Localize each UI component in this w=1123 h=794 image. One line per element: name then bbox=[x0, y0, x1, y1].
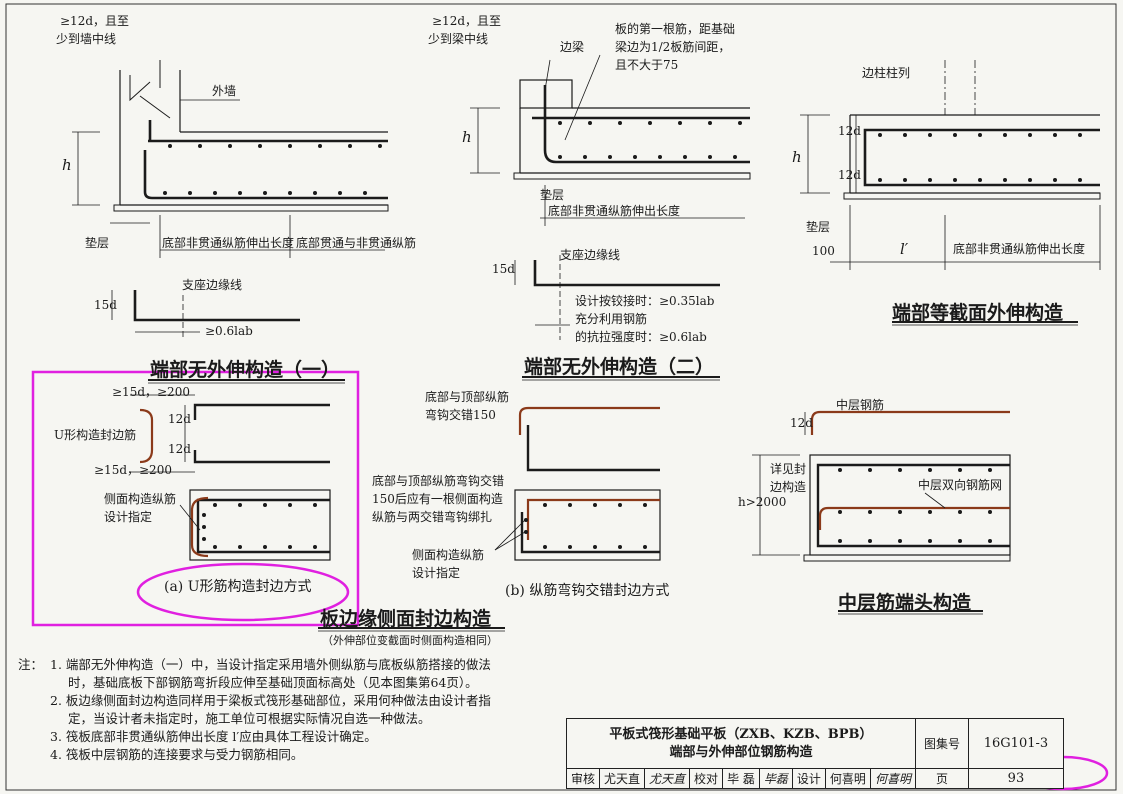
d4-12d-b: 12d bbox=[168, 442, 191, 456]
design-label: 设计 bbox=[791, 768, 826, 789]
detail-4-drawing bbox=[130, 394, 331, 561]
d2-hinge-rule: 设计按铰接时：≥0.35lab bbox=[575, 294, 715, 308]
d4-top-anchor: ≥15d，≥200 bbox=[112, 385, 190, 399]
highlight-ellipse-caption bbox=[136, 562, 350, 622]
d5-hook-1: 底部与顶部纵筋 bbox=[425, 390, 510, 404]
d5-desc-3: 纵筋与两交错弯钩绑扎 bbox=[372, 510, 493, 524]
detail-5-drawing bbox=[494, 406, 661, 561]
check-label: 校对 bbox=[689, 768, 724, 789]
d3-cushion: 垫层 bbox=[806, 220, 831, 234]
d3-l-prime: l′ bbox=[900, 240, 909, 258]
d2-full-2: 的抗拉强度时：≥0.6lab bbox=[575, 330, 707, 344]
highlight-box bbox=[31, 370, 360, 627]
d6-12d: 12d bbox=[790, 416, 813, 430]
review-signature: 尤天直 bbox=[644, 768, 691, 789]
note-4: 4. 筏板中层钢筋的连接要求与受力钢筋相同。 bbox=[50, 747, 304, 762]
title-line-1: 平板式筏形基础平板（ZXB、KZB、BPB） bbox=[609, 726, 873, 742]
design-signature: 何喜明 bbox=[869, 768, 916, 789]
d4-bot-anchor: ≥15d，≥200 bbox=[94, 463, 172, 477]
section-title: 板边缘侧面封边构造 bbox=[320, 608, 492, 630]
check-signature: 毕磊 bbox=[758, 768, 793, 789]
d2-full-1: 充分利用钢筋 bbox=[575, 312, 648, 326]
atlas-label: 图集号 bbox=[914, 718, 969, 769]
review-label: 审核 bbox=[565, 768, 601, 789]
d2-title: 端部无外伸构造（二） bbox=[524, 356, 715, 378]
d1-bottom-bars: 底部贯通与非贯通纵筋 bbox=[296, 236, 417, 250]
d3-dim100: 100 bbox=[812, 244, 835, 258]
detail-6-drawing bbox=[752, 410, 1011, 562]
d5-side-bar-2: 设计指定 bbox=[412, 566, 461, 580]
d2-h: h bbox=[462, 128, 472, 146]
d6-see-1: 详见封 bbox=[770, 462, 807, 476]
d4-side-bar-2: 设计指定 bbox=[104, 510, 153, 524]
notes-label: 注： bbox=[18, 657, 44, 672]
d6-h-cond: h>2000 bbox=[738, 495, 787, 509]
d2-support-edge: 支座边缘线 bbox=[560, 248, 621, 262]
d1-min-anchor: ≥0.6lab bbox=[205, 324, 253, 338]
d2-first-bar-1: 板的第一根筋，距基础 bbox=[615, 22, 736, 36]
d1-title: 端部无外伸构造（一） bbox=[150, 359, 341, 381]
d2-anchor-note-2: 少到梁中线 bbox=[428, 32, 489, 46]
d2-ext-len: 底部非贯通纵筋伸出长度 bbox=[548, 204, 681, 218]
d4-caption: (a) U形筋构造封边方式 bbox=[164, 579, 312, 595]
title-block: 平板式筏形基础平板（ZXB、KZB、BPB） 端部与外伸部位钢筋构造 图集号 1… bbox=[565, 718, 1064, 789]
d1-h: h bbox=[62, 156, 72, 174]
d5-hook-2: 弯钩交错150 bbox=[425, 408, 496, 422]
d5-side-bar-1: 侧面构造纵筋 bbox=[412, 548, 485, 562]
note-3: 3. 筏板底部非贯通纵筋伸出长度 l′应由具体工程设计确定。 bbox=[50, 729, 377, 744]
d1-anchor-note-1: ≥12d，且至 bbox=[60, 14, 130, 28]
detail-1-drawing bbox=[72, 60, 389, 340]
d2-edge-beam: 边梁 bbox=[560, 40, 585, 54]
d1-cushion: 垫层 bbox=[85, 236, 110, 250]
d6-title: 中层筋端头构造 bbox=[838, 592, 972, 614]
check-name: 毕 磊 bbox=[722, 768, 760, 789]
sheet-border bbox=[5, 3, 1117, 791]
detail-2-drawing bbox=[470, 54, 751, 340]
note-1b: 时，基础底板下部钢筋弯折段应伸至基础顶面标高处（见本图集第64页）。 bbox=[68, 675, 478, 690]
d6-mid-bar: 中层钢筋 bbox=[836, 398, 885, 412]
note-2a: 2. 板边缘侧面封边构造同样用于梁板式筏形基础部位，采用何种做法由设计者指 bbox=[50, 693, 491, 708]
review-name: 尤天直 bbox=[599, 768, 646, 789]
page-number: 93 bbox=[967, 768, 1064, 789]
d5-desc-1: 底部与顶部纵筋弯钩交错 bbox=[372, 474, 505, 488]
d2-cushion: 垫层 bbox=[540, 188, 565, 202]
d1-outer-wall: 外墙 bbox=[212, 84, 237, 98]
d1-support-edge: 支座边缘线 bbox=[182, 278, 243, 292]
d3-ext-len: 底部非贯通纵筋伸出长度 bbox=[953, 242, 1086, 256]
d3-edge-col: 边柱柱列 bbox=[862, 66, 911, 80]
d3-title: 端部等截面外伸构造 bbox=[892, 302, 1064, 324]
d2-anchor-note-1: ≥12d，且至 bbox=[432, 14, 502, 28]
d5-caption: (b) 纵筋弯钩交错封边方式 bbox=[505, 583, 670, 599]
note-2b: 定，当设计者未指定时，施工单位可根据实际情况自选一种做法。 bbox=[68, 711, 431, 726]
d4-12d-a: 12d bbox=[168, 412, 191, 426]
d2-first-bar-3: 且不大于75 bbox=[615, 58, 679, 72]
d3-h: h bbox=[792, 148, 802, 166]
d2-hook: 15d bbox=[492, 262, 515, 276]
d6-see-2: 边构造 bbox=[770, 480, 807, 494]
detail-3-drawing bbox=[800, 60, 1101, 270]
title-block-title: 平板式筏形基础平板（ZXB、KZB、BPB） 端部与外伸部位钢筋构造 bbox=[566, 718, 916, 769]
d1-ext-len: 底部非贯通纵筋伸出长度 bbox=[162, 236, 295, 250]
page-label: 页 bbox=[914, 768, 969, 789]
atlas-number: 16G101-3 bbox=[967, 718, 1064, 769]
d1-anchor-note-2: 少到墙中线 bbox=[56, 32, 117, 46]
d3-12d-a: 12d bbox=[838, 124, 861, 138]
d4-side-bar-1: 侧面构造纵筋 bbox=[104, 492, 177, 506]
d5-desc-2: 150后应有一根侧面构造 bbox=[372, 492, 503, 506]
design-name: 何喜明 bbox=[824, 768, 871, 789]
title-underlines bbox=[148, 321, 1078, 632]
title-line-2: 端部与外伸部位钢筋构造 bbox=[669, 744, 813, 760]
note-1a: 1. 端部无外伸构造（一）中，当设计指定采用墙外侧纵筋与底板纵筋搭接的做法 bbox=[50, 657, 491, 672]
d2-first-bar-2: 梁边为1/2板筋间距， bbox=[615, 40, 731, 54]
d6-mesh: 中层双向钢筋网 bbox=[918, 478, 1003, 492]
d4-u-bar: U形构造封边筋 bbox=[54, 428, 137, 442]
d3-12d-b: 12d bbox=[838, 168, 861, 182]
d1-hook: 15d bbox=[94, 298, 117, 312]
section-sub: （外伸部位变截面时侧面构造相同） bbox=[322, 634, 498, 647]
